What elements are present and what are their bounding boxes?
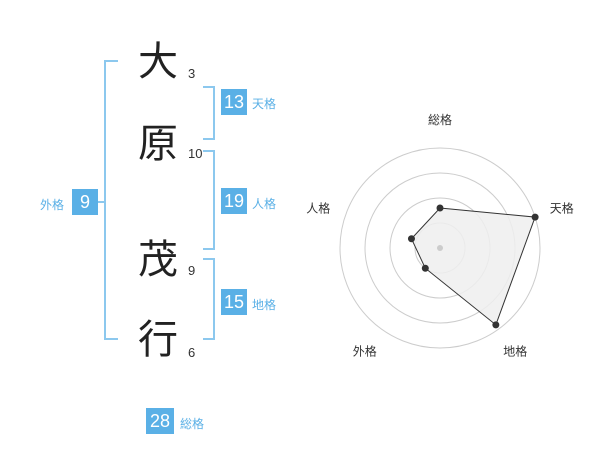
radar-point-2 [531,213,539,221]
radar-point-4 [421,264,429,272]
radar-center [437,245,443,251]
gaikaku-bracket-bottom [104,338,118,340]
tenkaku-label: 天格 [252,97,277,111]
radar-axis-label-4: 外格 [353,344,377,359]
radar-axis-label-2: 天格 [550,200,574,215]
name-char-3: 茂 [138,237,178,283]
chikaku-badge: 15 [221,289,247,315]
gaikaku-connector [98,201,106,203]
tenkaku-bracket-top [203,86,215,88]
jinkaku-badge: 19 [221,188,247,214]
stroke-count-1: 3 [188,66,196,81]
chikaku-bracket-bottom [203,338,215,340]
gaikaku-label: 外格 [40,198,65,212]
chikaku-label: 地格 [252,298,277,312]
jinkaku-bracket-bottom [203,248,215,250]
gaikaku-bracket-top [104,60,118,62]
gaikaku-badge: 9 [72,189,98,215]
jinkaku-bracket-top [203,150,215,152]
radar-series [407,204,539,329]
radar-point-1 [436,204,444,212]
soukaku-badge: 28 [146,408,174,434]
name-char-4: 行 [138,317,178,363]
gaikaku-bracket-vertical [104,60,106,340]
radar-axis-label-3: 地格 [503,344,527,359]
radar-point-5 [407,235,415,243]
chikaku-bracket-vertical [213,258,215,340]
tenkaku-bracket-bottom [203,138,215,140]
radar-axis-label-1: 総格 [428,112,452,127]
radar-polygon [410,207,536,326]
stroke-count-3: 9 [188,263,196,278]
jinkaku-bracket-vertical [213,150,215,250]
tenkaku-badge: 13 [221,89,247,115]
name-char-2: 原 [138,121,178,167]
radar-axis-label-5: 人格 [306,200,330,215]
radar-point-3 [492,321,500,329]
chikaku-bracket-top [203,258,215,260]
radar-ring [339,147,541,349]
name-char-1: 大 [138,39,178,85]
stroke-count-4: 6 [188,345,196,360]
stroke-count-2: 10 [188,146,203,161]
soukaku-label: 総格 [180,417,205,431]
tenkaku-bracket-vertical [213,86,215,140]
jinkaku-label: 人格 [252,197,277,211]
